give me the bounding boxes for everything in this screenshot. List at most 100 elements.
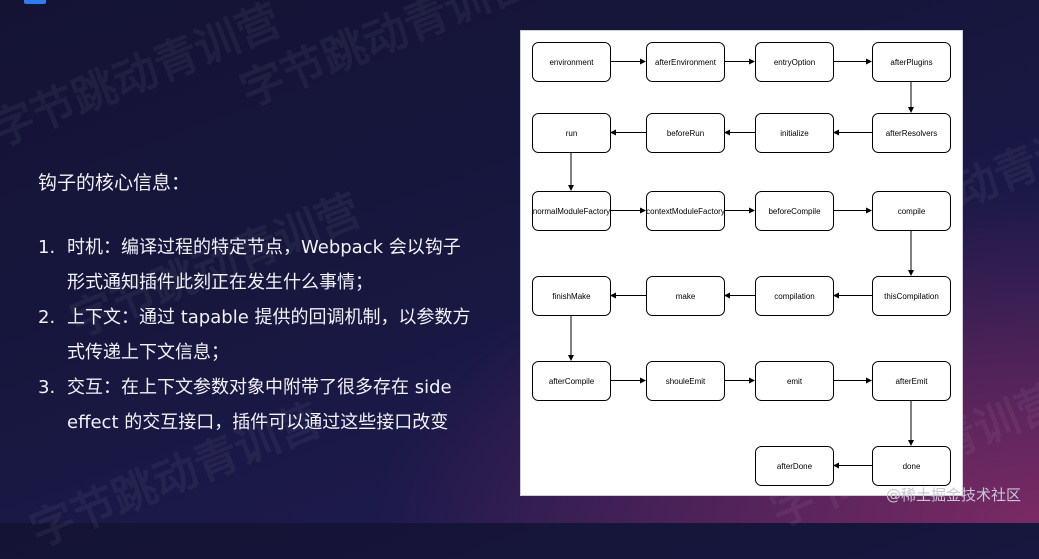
flow-node-initialize: initialize xyxy=(755,113,834,153)
flow-node-contextModuleFactory: contextModuleFactory xyxy=(646,191,725,231)
arrowhead xyxy=(610,129,616,136)
flow-node-afterEnvironment: afterEnvironment xyxy=(646,42,725,82)
background-watermark: 字节跳动青训营 xyxy=(0,0,289,158)
flow-node-thisCompilation: thisCompilation xyxy=(872,276,951,316)
arrowhead xyxy=(640,207,646,214)
node-label: afterPlugins xyxy=(890,58,932,67)
flow-node-beforeCompile: beforeCompile xyxy=(755,191,834,231)
node-box xyxy=(872,42,951,82)
node-label: afterEnvironment xyxy=(655,58,717,67)
flow-node-compilation: compilation xyxy=(755,276,834,316)
node-box xyxy=(646,42,725,82)
flow-node-done: done xyxy=(872,446,951,486)
arrowhead xyxy=(749,58,755,65)
node-box xyxy=(532,42,611,82)
intro-text: 钩子的核心信息： xyxy=(38,172,191,194)
node-box xyxy=(532,276,611,316)
node-box xyxy=(755,42,834,82)
list-item-text: 时机：编译过程的特定节点，Webpack 会以钩子形式通知插件此刻正在发生什么事… xyxy=(67,237,461,293)
list-item: 2. 上下文：通过 tapable 提供的回调机制，以参数方式传递上下文信息； xyxy=(38,300,478,370)
arrowhead xyxy=(568,185,574,191)
flow-node-beforeRun: beforeRun xyxy=(646,113,725,153)
background-watermark: 字节跳动青训营 xyxy=(233,0,539,118)
arrowhead xyxy=(610,292,616,299)
node-box xyxy=(646,191,725,231)
node-box xyxy=(532,113,611,153)
flow-node-afterEmit: afterEmit xyxy=(872,361,951,401)
node-label: run xyxy=(566,129,578,138)
flow-node-environment: environment xyxy=(532,42,611,82)
node-label: finishMake xyxy=(552,292,591,301)
node-label: emit xyxy=(787,377,803,386)
flow-node-afterCompile: afterCompile xyxy=(532,361,611,401)
node-label: contextModuleFactory xyxy=(646,207,725,216)
node-label: afterResolvers xyxy=(886,129,938,138)
node-box xyxy=(755,276,834,316)
node-label: thisCompilation xyxy=(884,292,939,301)
arrowhead xyxy=(568,355,574,361)
flow-node-afterResolvers: afterResolvers xyxy=(872,113,951,153)
arrowhead xyxy=(640,58,646,65)
node-label: compilation xyxy=(774,292,814,301)
node-box xyxy=(755,191,834,231)
arrowhead xyxy=(749,377,755,384)
list-number: 2. xyxy=(38,307,56,328)
node-box xyxy=(872,276,951,316)
flow-node-afterPlugins: afterPlugins xyxy=(872,42,951,82)
node-box xyxy=(646,276,725,316)
node-label: environment xyxy=(549,58,594,67)
node-label: compile xyxy=(898,207,926,216)
arrowhead xyxy=(866,58,872,65)
node-box xyxy=(755,446,834,486)
flow-node-run: run xyxy=(532,113,611,153)
list-number: 3. xyxy=(38,377,56,398)
node-box xyxy=(755,113,834,153)
node-label: make xyxy=(676,292,696,301)
node-label: shouleEmit xyxy=(666,377,706,386)
flow-node-afterDone: afterDone xyxy=(755,446,834,486)
flow-node-make: make xyxy=(646,276,725,316)
node-label: done xyxy=(903,462,921,471)
node-label: normalModuleFactory xyxy=(533,207,610,216)
arrowhead xyxy=(833,462,839,469)
arrowhead xyxy=(833,129,839,136)
core-points-list: 1. 时机：编译过程的特定节点，Webpack 会以钩子形式通知插件此刻正在发生… xyxy=(38,230,478,440)
arrowhead xyxy=(640,377,646,384)
node-label: entryOption xyxy=(774,58,815,67)
node-box xyxy=(646,361,725,401)
node-box xyxy=(872,191,951,231)
arrowhead xyxy=(908,270,914,276)
arrowhead xyxy=(908,107,914,113)
node-label: afterDone xyxy=(777,462,813,471)
node-box xyxy=(646,113,725,153)
node-box xyxy=(755,361,834,401)
arrowhead xyxy=(908,440,914,446)
node-label: beforeRun xyxy=(667,129,704,138)
node-label: initialize xyxy=(780,129,809,138)
list-item: 3. 交互：在上下文参数对象中附带了很多存在 side effect 的交互接口… xyxy=(38,370,478,440)
arrowhead xyxy=(866,207,872,214)
arrowhead xyxy=(833,292,839,299)
flow-node-entryOption: entryOption xyxy=(755,42,834,82)
node-box xyxy=(872,113,951,153)
list-item: 1. 时机：编译过程的特定节点，Webpack 会以钩子形式通知插件此刻正在发生… xyxy=(38,230,478,300)
node-box xyxy=(872,361,951,401)
node-box xyxy=(532,361,611,401)
flow-node-emit: emit xyxy=(755,361,834,401)
source-watermark: @稀土掘金技术社区 xyxy=(885,486,1021,504)
flow-node-finishMake: finishMake xyxy=(532,276,611,316)
node-label: beforeCompile xyxy=(768,207,821,216)
arrowhead xyxy=(866,377,872,384)
list-number: 1. xyxy=(38,237,56,258)
flow-node-normalModuleFactory: normalModuleFactory xyxy=(532,191,611,231)
node-label: afterCompile xyxy=(549,377,595,386)
node-label: afterEmit xyxy=(895,377,928,386)
list-item-text: 交互：在上下文参数对象中附带了很多存在 side effect 的交互接口，插件… xyxy=(67,377,452,433)
flow-node-shouleEmit: shouleEmit xyxy=(646,361,725,401)
list-item-text: 上下文：通过 tapable 提供的回调机制，以参数方式传递上下文信息； xyxy=(67,307,471,363)
webpack-hooks-flow-diagram: environment afterEnvironment entryOption af… xyxy=(520,30,963,496)
flow-diagram-canvas: environment afterEnvironment entryOption af… xyxy=(532,42,951,486)
flow-node-compile: compile xyxy=(872,191,951,231)
title-accent-bar xyxy=(24,0,46,4)
arrowhead xyxy=(724,129,730,136)
